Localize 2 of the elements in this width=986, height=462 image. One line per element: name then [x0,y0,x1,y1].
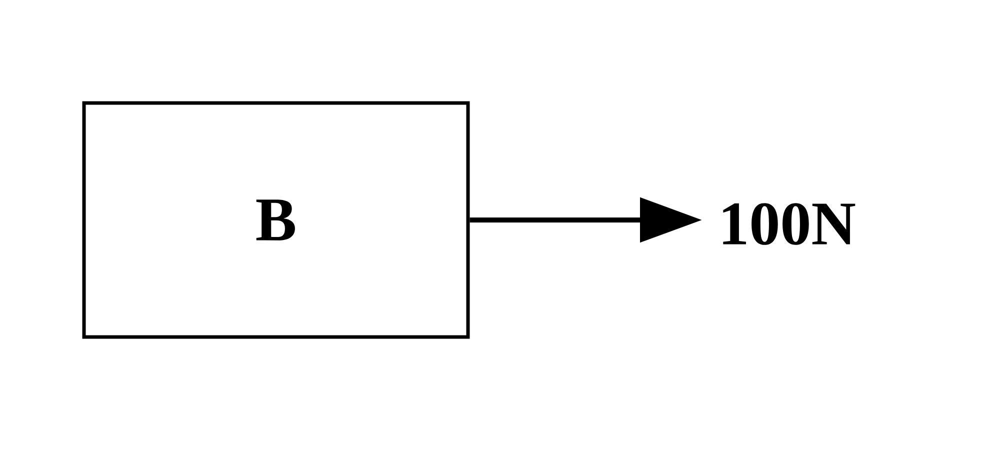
force-label: 100N [723,203,856,245]
block-box: B [82,101,470,339]
